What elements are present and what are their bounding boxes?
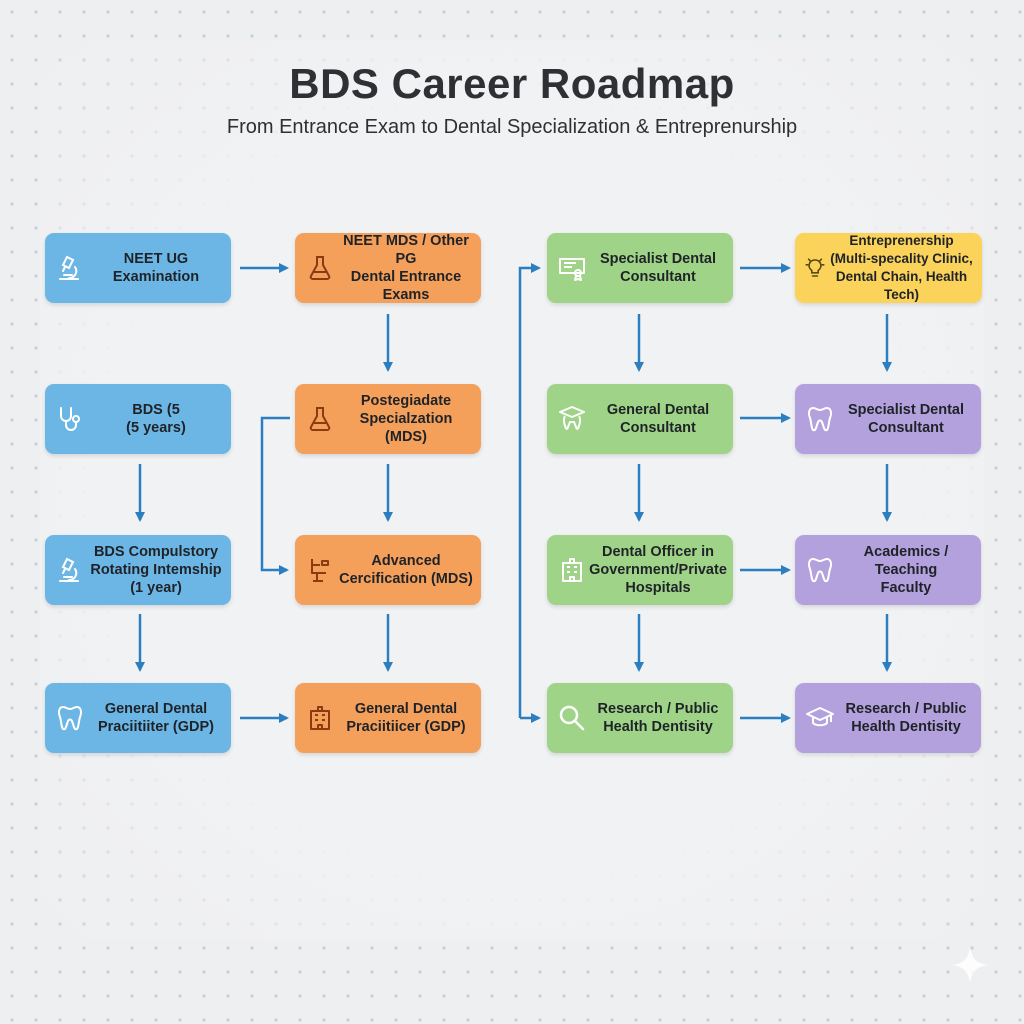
tooth-icon	[803, 402, 837, 436]
node-label: General Dental Praciitiiter (GDP)	[97, 701, 215, 735]
graduation-cap-icon	[803, 701, 837, 735]
flask-icon	[303, 251, 337, 285]
node-label: Research / Public Health Dentisity	[845, 701, 967, 735]
node-specialist-green: Specialist Dental Consultant	[547, 233, 733, 303]
node-research-purple: Research / Public Health Dentisity	[795, 683, 981, 753]
stethoscope-icon	[53, 402, 87, 436]
tooth-icon	[53, 701, 87, 735]
node-label: General Dental Consultant	[606, 402, 710, 436]
node-label: Research / Public Health Dentisity	[597, 701, 719, 735]
node-label: Entreprenership (Multi-specality Clinic,…	[830, 233, 973, 302]
certificate-icon	[555, 251, 589, 285]
node-label: Academics / Teaching Faculty	[863, 544, 949, 596]
node-gdp-orange: General Dental Praciitiicer (GDP)	[295, 683, 481, 753]
node-label: BDS Compulstory Rotating Intemship (1 ye…	[90, 544, 222, 596]
node-label: Specialist Dental Consultant	[847, 402, 965, 436]
page-title: BDS Career Roadmap	[289, 60, 735, 107]
node-entrepreneurship: Entreprenership (Multi-specality Clinic,…	[795, 233, 982, 303]
node-specialist-purple: Specialist Dental Consultant	[795, 384, 981, 454]
graduate-tooth-icon	[555, 402, 589, 436]
node-academics: Academics / Teaching Faculty	[795, 535, 981, 605]
node-label: Advanced Cercification (MDS)	[339, 553, 473, 587]
page-subtitle: From Entrance Exam to Dental Specializat…	[226, 116, 798, 138]
sparkle-icon	[952, 947, 988, 983]
node-advanced-cert: Advanced Cercification (MDS)	[295, 535, 481, 605]
microscope-icon	[53, 553, 87, 587]
arrow-bracket-pg	[260, 416, 290, 575]
node-label: BDS (5 (5 years)	[126, 402, 186, 436]
dental-chair-icon	[303, 553, 337, 587]
magnifier-icon	[555, 701, 589, 735]
node-neet-mds: NEET MDS / Other PG Dental Entrance Exam…	[295, 233, 481, 303]
node-neet-ug: NEET UG Examination	[45, 233, 231, 303]
node-bds: BDS (5 (5 years)	[45, 384, 231, 454]
node-research-green: Research / Public Health Dentisity	[547, 683, 733, 753]
hospital-building-icon	[555, 553, 589, 587]
node-label: Postegiadate Specialzation (MDS)	[359, 393, 453, 445]
arrow-bracket-col3-top	[518, 263, 541, 718]
lightbulb-icon	[803, 251, 827, 285]
hospital-building-icon	[303, 701, 337, 735]
flask-icon	[303, 402, 337, 436]
node-label: NEET UG Examination	[112, 251, 200, 285]
background-fade	[40, 40, 984, 940]
node-label: Specialist Dental Consultant	[599, 251, 717, 285]
node-internship: BDS Compulstory Rotating Intemship (1 ye…	[45, 535, 231, 605]
node-label: NEET MDS / Other PG Dental Entrance Exam…	[343, 233, 469, 303]
node-pg-mds: Postegiadate Specialzation (MDS)	[295, 384, 481, 454]
node-general-consultant: General Dental Consultant	[547, 384, 733, 454]
microscope-icon	[53, 251, 87, 285]
node-gdp-blue: General Dental Praciitiiter (GDP)	[45, 683, 231, 753]
node-dental-officer: Dental Officer in Government/Private Hos…	[547, 535, 733, 605]
tooth-icon	[803, 553, 837, 587]
node-label: Dental Officer in Government/Private Hos…	[589, 544, 727, 596]
node-label: General Dental Praciitiicer (GDP)	[346, 701, 466, 735]
